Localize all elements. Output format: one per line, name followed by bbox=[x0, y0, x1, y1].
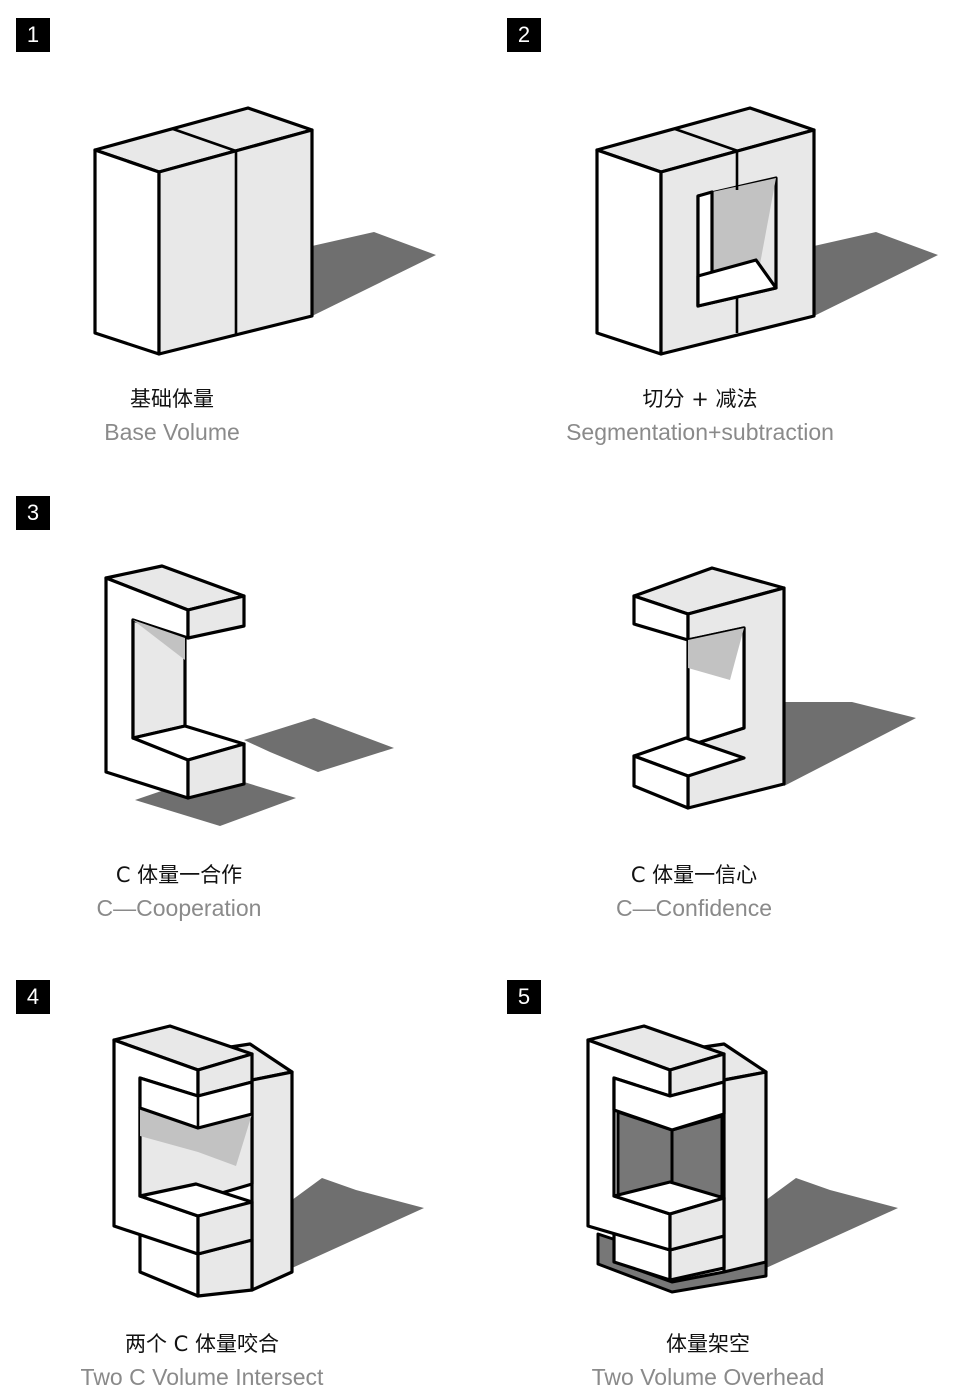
caption-c-confidence: C 体量一信心 C—Confidence bbox=[594, 859, 794, 922]
step-badge-3: 3 bbox=[16, 496, 50, 530]
caption-cn: C 体量一信心 bbox=[630, 863, 758, 887]
intersect-shadow bbox=[292, 1178, 424, 1268]
segmented-volume-drawing bbox=[595, 106, 938, 356]
caption-two-c-intersect: 两个 C 体量咬合 Two C Volume Intersect bbox=[52, 1328, 352, 1391]
opening-shadow bbox=[712, 178, 776, 278]
base-volume-left-face bbox=[93, 148, 161, 356]
intersect-lower-arm-front bbox=[196, 1200, 254, 1256]
caption-base-volume: 基础体量 Base Volume bbox=[72, 383, 272, 446]
caption-segmentation: 切分 + 减法 Segmentation+subtraction bbox=[540, 383, 860, 446]
base-volume-shadow bbox=[312, 232, 436, 316]
caption-en: Segmentation+subtraction bbox=[566, 419, 834, 445]
overhead-volume-drawing bbox=[586, 1024, 898, 1294]
c-cooperation-drawing bbox=[104, 564, 394, 826]
caption-en: C—Confidence bbox=[616, 895, 772, 921]
overhead-shadow bbox=[766, 1178, 898, 1268]
c-cooperation-inner-shadow bbox=[133, 620, 185, 660]
c-confidence-inner-shadow bbox=[688, 628, 744, 680]
c-confidence-drawing bbox=[632, 566, 916, 810]
step-badge-1: 1 bbox=[16, 18, 50, 52]
step-badge-2: 2 bbox=[507, 18, 541, 52]
segmented-volume-shadow bbox=[814, 232, 938, 316]
c-confidence-shadow bbox=[784, 702, 916, 786]
caption-overhead: 体量架空 Two Volume Overhead bbox=[560, 1328, 856, 1391]
c-cooperation-shadow-upper bbox=[244, 718, 394, 772]
c-cooperation-upper-arm-front bbox=[186, 594, 246, 640]
caption-en: Base Volume bbox=[104, 419, 240, 445]
overhead-mid-band bbox=[612, 1076, 726, 1132]
intersect-back-c-front bbox=[250, 1070, 294, 1292]
two-c-intersect-drawing bbox=[112, 1024, 424, 1298]
caption-cn: C 体量一合作 bbox=[115, 863, 243, 887]
step-badge-5: 5 bbox=[507, 980, 541, 1014]
caption-en: Two Volume Overhead bbox=[591, 1364, 825, 1390]
segmented-volume-left-face bbox=[595, 148, 663, 356]
caption-cn: 体量架空 bbox=[666, 1332, 750, 1356]
caption-c-cooperation: C 体量一合作 C—Cooperation bbox=[74, 859, 284, 922]
caption-cn: 两个 C 体量咬合 bbox=[124, 1332, 279, 1356]
base-volume-drawing bbox=[93, 106, 436, 356]
opening-floor bbox=[696, 258, 778, 308]
step-badge-4: 4 bbox=[16, 980, 50, 1014]
caption-cn: 切分 + 减法 bbox=[642, 387, 758, 411]
overhead-lower-arm-front bbox=[668, 1196, 726, 1252]
c-confidence-lower-arm-left bbox=[632, 754, 690, 810]
caption-cn: 基础体量 bbox=[130, 387, 214, 411]
caption-en: C—Cooperation bbox=[96, 895, 262, 921]
overhead-back-c-front bbox=[722, 1070, 768, 1282]
caption-en: Two C Volume Intersect bbox=[80, 1364, 324, 1390]
